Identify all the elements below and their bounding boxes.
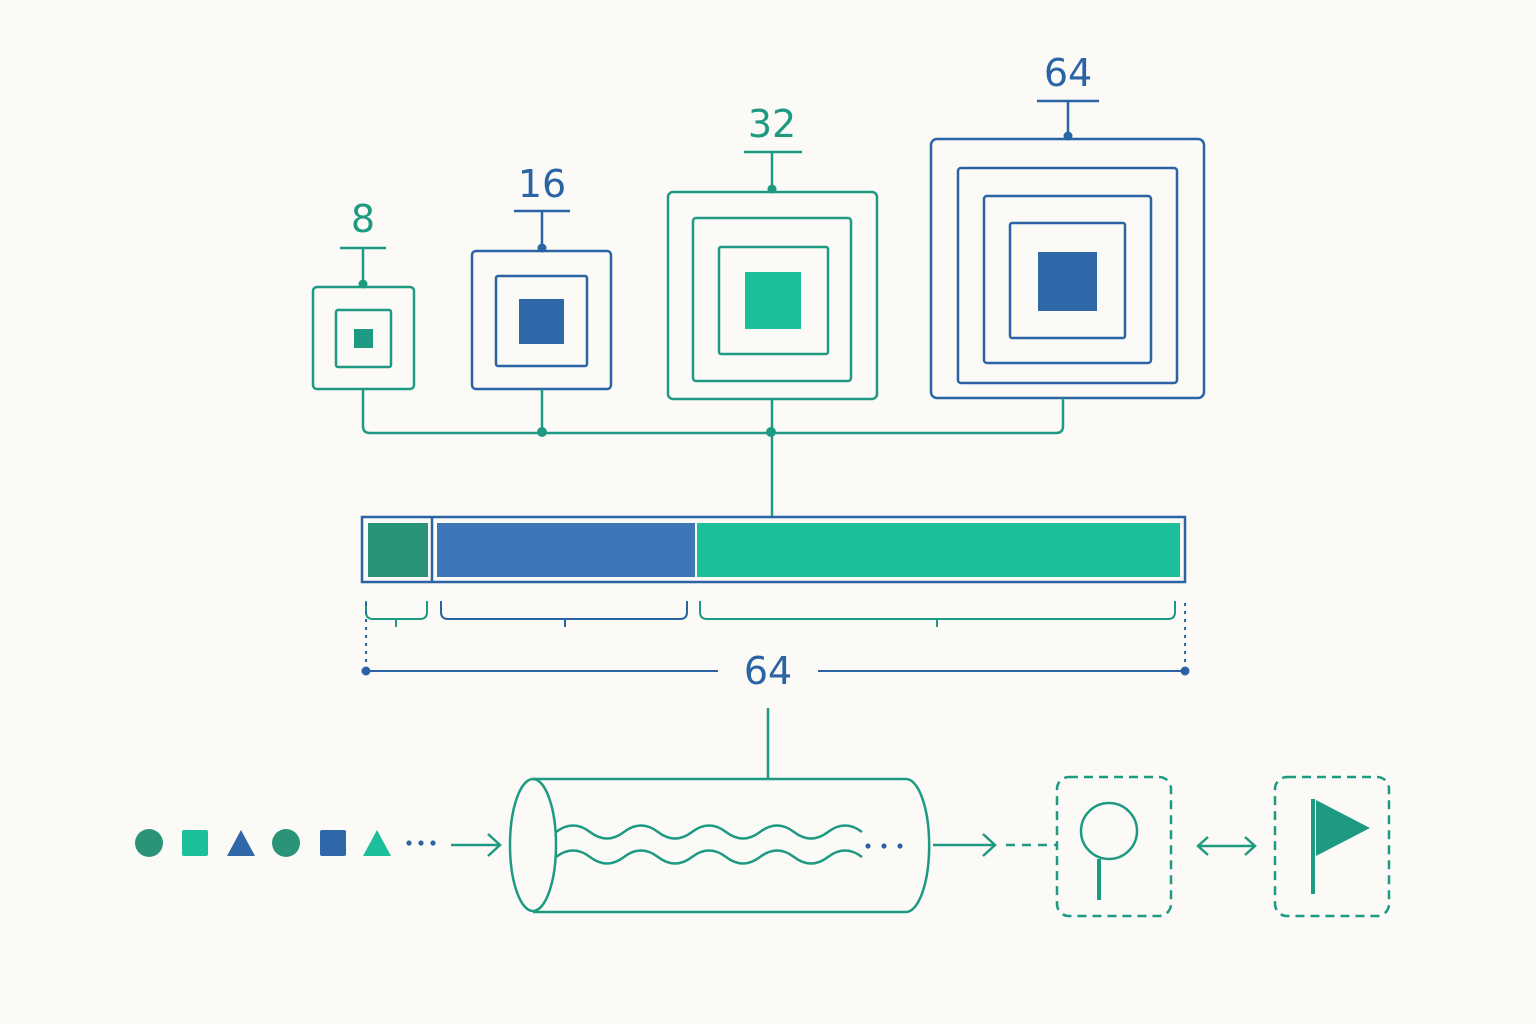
input-arrow-icon (451, 833, 502, 857)
total-label: 64 (744, 649, 792, 693)
token-triangle-icon (227, 830, 255, 856)
block-64 (929, 99, 1206, 400)
total-dimension (361, 603, 1190, 676)
bar-segment-16 (437, 523, 695, 577)
search-stage (1055, 775, 1173, 918)
search-icon (1079, 801, 1139, 900)
token-square-icon (182, 830, 208, 856)
flag-stage (1273, 775, 1391, 918)
bidirectional-arrow-icon (1196, 836, 1257, 856)
bus-connectors (361, 389, 1065, 517)
flag-icon (1311, 799, 1370, 894)
bar-segment-32 (697, 523, 1180, 577)
token-circle-icon (135, 829, 163, 857)
block-16 (470, 209, 613, 391)
block-8-label: 8 (351, 197, 375, 241)
token-circle-icon (272, 829, 300, 857)
block-8 (311, 246, 416, 391)
bar-segment-8 (368, 523, 428, 577)
block-32-label: 32 (748, 102, 796, 146)
token-triangle-icon (363, 830, 391, 856)
block-16-label: 16 (518, 162, 566, 206)
output-arrow-icon (933, 833, 1056, 857)
input-tokens (135, 829, 436, 857)
block-32 (666, 150, 879, 401)
segmented-bar (360, 515, 1187, 584)
segment-braces (365, 601, 1176, 627)
token-square-icon (320, 830, 346, 856)
block-64-label: 64 (1044, 51, 1092, 95)
cylinder-icon (508, 777, 931, 914)
